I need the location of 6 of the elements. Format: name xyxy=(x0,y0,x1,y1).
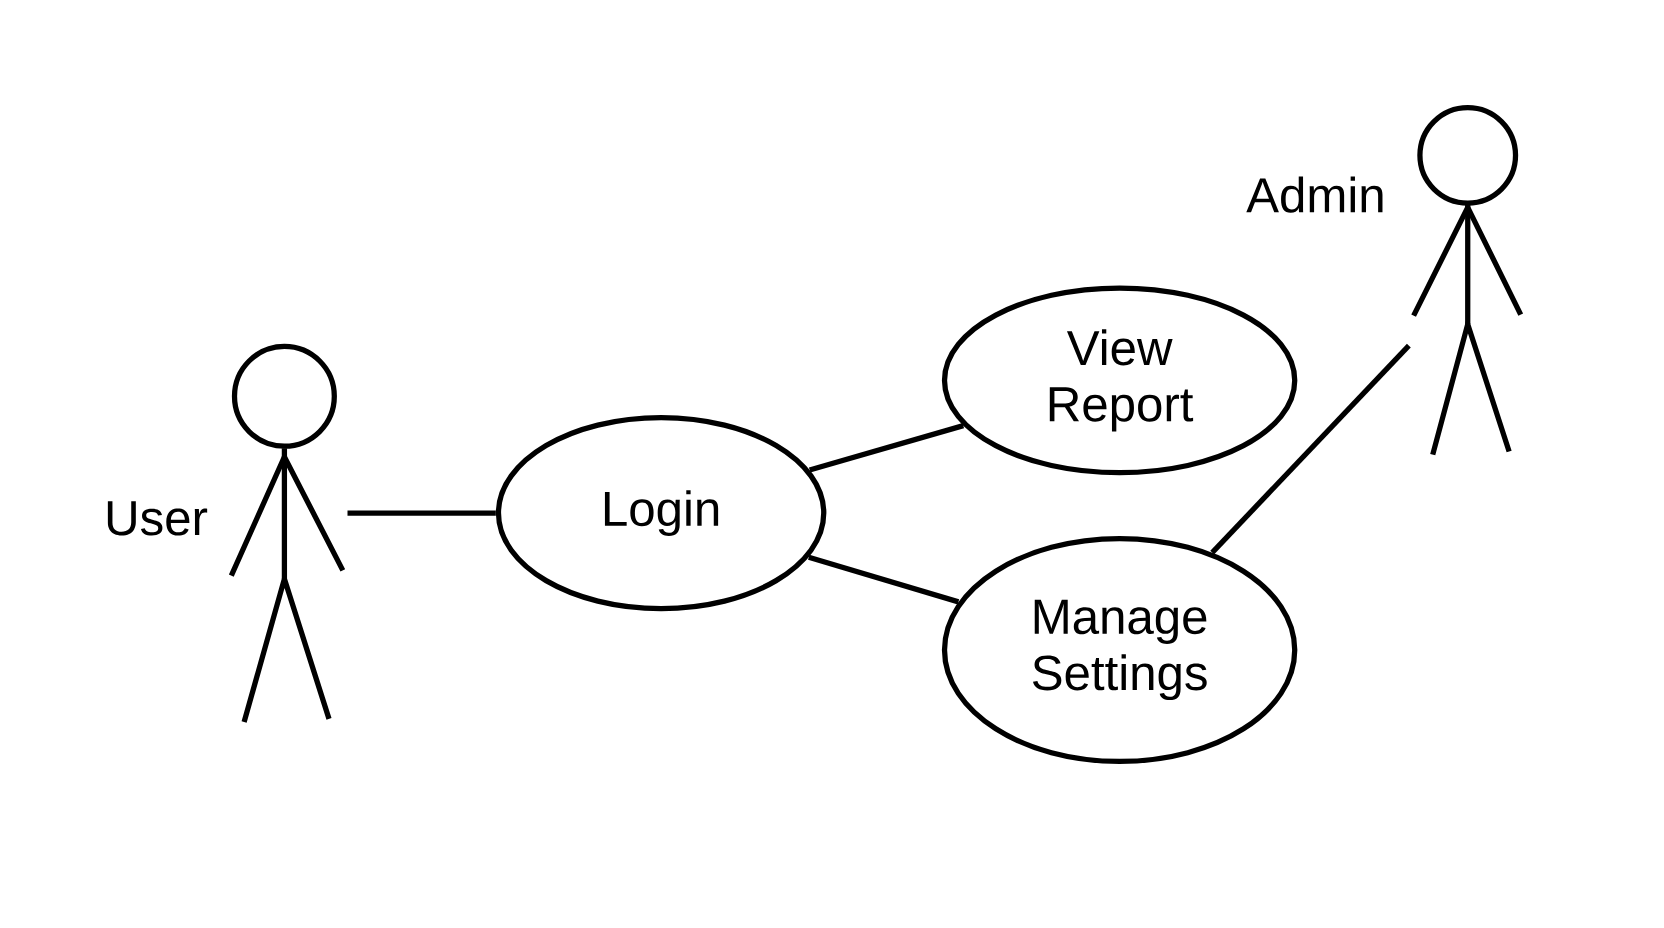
actor-label: User xyxy=(107,501,208,536)
association-line xyxy=(347,510,496,516)
association-line xyxy=(808,554,960,605)
association-line xyxy=(1210,343,1411,555)
actor-label: Admin xyxy=(1246,176,1383,213)
association-line xyxy=(808,423,965,473)
